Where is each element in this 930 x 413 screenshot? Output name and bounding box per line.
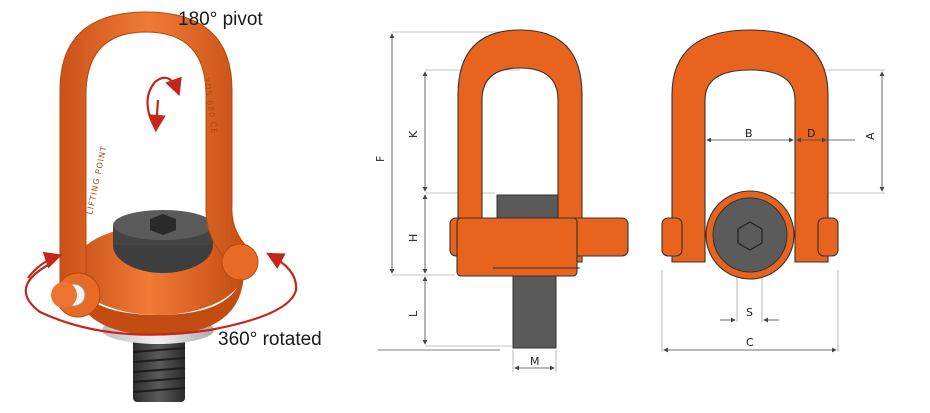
dim-label-L: L (407, 310, 420, 317)
dim-label-K: K (407, 130, 420, 138)
product-photo: LIFTING POINT YDS 680 CE (24, 11, 298, 402)
rotated-label: 360° rotated (218, 329, 322, 350)
side-hex-socket-icon (737, 221, 763, 251)
side-boss-right-view (817, 217, 839, 257)
front-body (456, 217, 578, 277)
side-bolt-head (712, 197, 788, 273)
rotation-arrow-icon (24, 252, 298, 336)
dim-label-C: C (746, 336, 754, 349)
dim-label-H: H (407, 234, 420, 242)
dim-label-B: B (745, 127, 753, 140)
base-ring-shadow (72, 262, 244, 335)
front-view-drawing: F K H L M (374, 29, 629, 372)
pivot-arrow-icon (146, 76, 182, 129)
dim-label-D: D (807, 127, 815, 140)
side-bail (671, 29, 829, 263)
rotation-arrow-start-icon (27, 251, 63, 279)
pin-end (51, 282, 77, 308)
dim-label-A: A (864, 132, 877, 140)
front-bolt-shank (512, 271, 557, 349)
side-view-drawing: B D A S C (661, 29, 885, 353)
pivot-arrow-down-icon (148, 99, 166, 133)
pivot-label: 180° pivot (178, 9, 263, 30)
dim-label-F: F (374, 156, 387, 162)
embossed-lifting-point: LIFTING POINT (85, 144, 108, 215)
dim-label-M: M (530, 355, 540, 368)
side-boss-right (221, 243, 259, 281)
side-boss-left (661, 217, 683, 257)
hex-socket-icon (150, 214, 176, 235)
dim-label-S: S (746, 306, 753, 319)
